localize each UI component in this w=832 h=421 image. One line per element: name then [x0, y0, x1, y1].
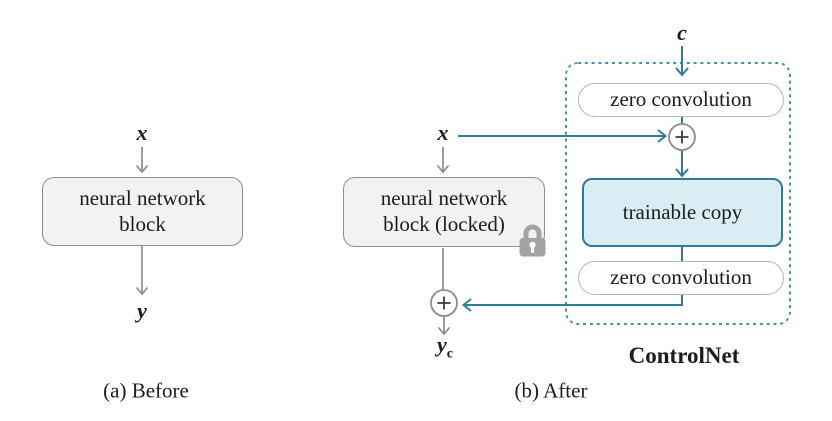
- block-b-line1: neural network: [380, 186, 508, 211]
- zero-convolution-bottom: zero convolution: [578, 261, 784, 295]
- neural-network-block-a: neural network block: [42, 177, 243, 246]
- arrow-sum-to-trainable: [675, 150, 689, 178]
- zero-convolution-top: zero convolution: [578, 83, 784, 117]
- zero-conv-bottom-label: zero convolution: [610, 265, 752, 290]
- arrow-x-to-block-b: [436, 147, 450, 174]
- plus-circle-icon: [430, 289, 458, 317]
- block-b-line2: block (locked): [383, 212, 505, 236]
- arrow-x-to-block-a: [135, 147, 149, 174]
- controlnet-group-label: ControlNet: [628, 343, 740, 368]
- trainable-copy-block: trainable copy: [582, 178, 783, 247]
- arrow-c-to-zero-conv: [675, 46, 689, 77]
- controlnet-dashed-border: [565, 62, 791, 325]
- zero-conv-top-label: zero convolution: [610, 87, 752, 112]
- arrow-block-a-to-y: [135, 246, 149, 296]
- arrow-x-to-controlnet-sum: [458, 129, 668, 143]
- output-yc-base: y: [437, 332, 447, 357]
- trainable-copy-label: trainable copy: [622, 199, 743, 224]
- output-y-label-a: y: [137, 298, 147, 323]
- neural-network-block-locked: neural network block (locked): [343, 177, 545, 247]
- caption-before: (a) Before: [103, 378, 189, 403]
- input-x-label-a: x: [136, 120, 148, 145]
- block-a-line1: neural network: [79, 185, 206, 210]
- output-yc-label: yc: [437, 332, 453, 362]
- input-x-label-b: x: [437, 120, 449, 145]
- caption-after: (b) After: [514, 378, 588, 403]
- lock-icon: [519, 224, 546, 257]
- arrow-sum-to-yc: [437, 316, 451, 336]
- block-a-line2: block: [119, 211, 166, 236]
- condition-c-label: c: [677, 20, 687, 45]
- plus-circle-icon: [668, 123, 696, 151]
- output-yc-subscript: c: [446, 346, 453, 362]
